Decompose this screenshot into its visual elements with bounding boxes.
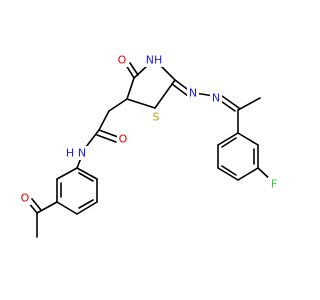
atom-labels: O NH S N N O H N F <box>19 53 280 205</box>
bond-ar-acetyl <box>36 201 58 214</box>
atom-f: F <box>268 177 280 191</box>
bond-fp-d2 <box>221 165 237 176</box>
atom-o-acetyl: O <box>19 191 31 205</box>
bond-ap-d2 <box>78 199 94 209</box>
bond-ap-d1 <box>78 172 94 182</box>
bond-n-c-imine-double <box>221 95 240 109</box>
bond-fp-3 <box>237 167 259 181</box>
bond-camide-o-double <box>96 134 117 143</box>
atom-h-amide-label: H <box>66 147 74 160</box>
atom-s-ring-label: S <box>153 111 160 124</box>
atom-n-amide: H N <box>64 146 88 160</box>
atom-n-amide-label: N <box>78 147 86 160</box>
bond-camide-n <box>85 129 100 148</box>
atom-o-amide: O <box>117 132 129 146</box>
bond-ap-6 <box>56 167 78 180</box>
bond-fp-d3 <box>221 137 237 148</box>
bond-c-methyl <box>237 97 261 111</box>
atom-o-acetyl-label: O <box>21 192 30 205</box>
atom-nh-ring: NH <box>144 53 164 67</box>
atom-o-amide-label: O <box>119 133 128 146</box>
bond-ap-1 <box>76 167 98 180</box>
atom-nh-ring-label: NH <box>146 54 163 67</box>
bond-c4-o <box>125 64 135 79</box>
bond-camide-o <box>98 129 119 138</box>
atom-o-ring-label: O <box>118 54 127 67</box>
bond-fp-1 <box>237 132 259 146</box>
atom-n-imine1: N <box>187 86 199 100</box>
bond-s1-c5 <box>126 98 156 109</box>
atom-s-ring: S <box>150 110 162 124</box>
bond-fp-4 <box>217 167 239 181</box>
bond-ch2-camide <box>98 110 110 131</box>
atom-o-ring: O <box>116 53 128 67</box>
bond-c4-n3 <box>133 64 149 79</box>
atom-n-imine1-label: N <box>189 87 197 100</box>
bond-c4-o-double <box>129 62 139 76</box>
atom-n-imine2: N <box>210 91 222 105</box>
atom-f-label: F <box>271 178 277 191</box>
bond-c5-ch2 <box>108 98 128 112</box>
bond-ap-3 <box>76 201 98 215</box>
bond-n3-c2 <box>159 64 176 81</box>
atom-n-imine2-label: N <box>212 92 220 105</box>
bond-ap-4 <box>56 201 78 215</box>
bond-acetyl-o-double <box>31 198 42 211</box>
bond-fp-6 <box>217 132 239 146</box>
bonds <box>27 62 273 238</box>
bond-c2-n-imine-double <box>171 83 189 97</box>
bond-c5-c4 <box>126 77 135 100</box>
molecule-structure-diagram: O NH S N N O H N F <box>19 53 280 238</box>
